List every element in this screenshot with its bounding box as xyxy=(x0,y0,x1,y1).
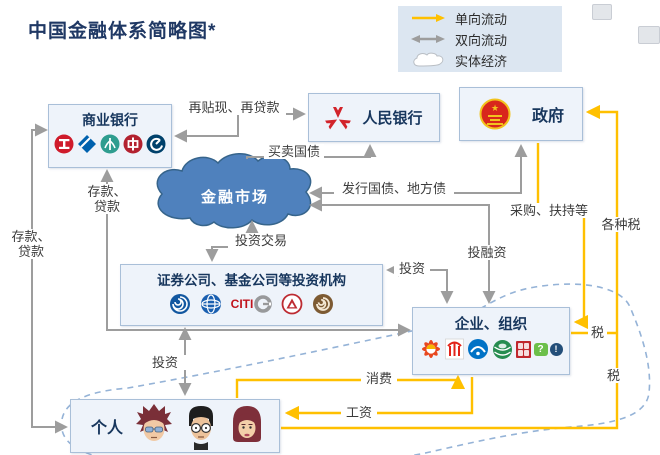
flow-label-wages: 工资 xyxy=(341,405,377,420)
ui-fragment-icon xyxy=(592,4,612,20)
node-title: 政府 xyxy=(531,108,564,125)
legend-label: 实体经济 xyxy=(455,53,508,69)
node-title: 人民银行 xyxy=(362,110,423,127)
node-individuals: 个人 xyxy=(70,399,280,453)
flow-label-rediscount: 再贴现、再贷款 xyxy=(182,100,286,115)
flow-label-bond-trading: 买卖国债 xyxy=(264,144,324,159)
red-seal-logo-icon xyxy=(515,340,531,358)
svg-text:★: ★ xyxy=(491,103,499,113)
fund-triangle-logo-icon xyxy=(281,293,303,315)
node-commercial-banks: 商业银行 xyxy=(48,104,172,168)
china-mobile-logo-icon xyxy=(467,339,488,359)
flow-line-consumption xyxy=(235,374,466,398)
node-title: 个人 xyxy=(91,420,124,437)
flow-label-investment-financing: 投融资 xyxy=(462,245,512,260)
legend-item-two-way: 双向流动 xyxy=(398,30,562,48)
flow-label-bond-issuance: 发行国债、地方债 xyxy=(334,181,454,196)
legend-label: 单向流动 xyxy=(455,11,508,27)
bocom-logo-icon xyxy=(146,134,166,154)
legend-item-real-economy: 实体经济 xyxy=(398,51,562,69)
one-way-arrow-icon xyxy=(410,13,446,23)
flow-label-procurement: 采购、扶持等 xyxy=(505,203,593,218)
citic-logo-icon: CITI xyxy=(231,295,273,313)
deposits-line1: 存款、 xyxy=(87,184,127,199)
ccb-logo-icon xyxy=(78,135,96,153)
green-org-logo-icon xyxy=(492,339,512,359)
legend-label: 双向流动 xyxy=(455,32,508,48)
node-enterprises: 企业、组织 xyxy=(412,307,570,375)
securities-globe-logo-icon xyxy=(200,294,221,314)
petrochina-logo-icon xyxy=(421,340,440,358)
flow-line-procurement xyxy=(536,143,589,330)
flow-label-various-taxes: 各种税 xyxy=(598,217,644,232)
node-title: 证券公司、基金公司等投资机构 xyxy=(157,273,346,288)
deposits-line1: 存款、 xyxy=(11,229,51,244)
spiky-hair-person-avatar xyxy=(136,404,173,441)
flow-label-investment-lower: 投资 xyxy=(144,355,186,370)
flow-label-tax-individual: 税 xyxy=(604,368,623,383)
node-central-bank: 人民银行 xyxy=(308,93,440,142)
flow-line-rediscount xyxy=(174,107,306,143)
pboc-logo-icon xyxy=(325,106,352,129)
flow-label-tax-enterprise: 税 xyxy=(588,325,607,340)
red-hair-woman-avatar xyxy=(233,406,262,442)
qa-icons: ? ! xyxy=(533,342,563,356)
fund-bronze-logo-icon xyxy=(313,294,334,314)
flow-label-deposits-loans-enterprises: 存款、 贷款 xyxy=(84,184,130,214)
node-investment-institutions: 证券公司、基金公司等投资机构 CITI xyxy=(120,264,383,326)
icbc-logo-icon xyxy=(54,134,74,154)
national-emblem-icon: ★ xyxy=(479,98,511,130)
ui-fragment-icon xyxy=(638,26,660,44)
node-financial-market: 金融市场 xyxy=(200,189,269,206)
legend: 单向流动 双向流动 实体经济 xyxy=(398,6,562,72)
two-way-arrow-icon xyxy=(410,34,446,44)
flow-label-investment-upper: 投资 xyxy=(394,261,430,276)
boc-logo-icon xyxy=(123,134,143,154)
question-bubble-icon: ? xyxy=(533,342,548,356)
securities-swirl-logo-icon xyxy=(169,294,190,314)
cloud-icon xyxy=(410,52,446,68)
flow-label-deposits-loans-individuals: 存款、 贷款 xyxy=(8,229,54,259)
node-title: 商业银行 xyxy=(82,112,138,128)
flow-label-consumption: 消费 xyxy=(361,371,397,386)
deposits-line2: 贷款 xyxy=(93,199,120,214)
node-government: ★ 政府 xyxy=(459,87,583,141)
deposits-line2: 贷款 xyxy=(17,244,44,259)
flow-line-deposits-individuals-banks xyxy=(31,123,68,434)
abc-logo-icon xyxy=(100,134,120,154)
sinopec-logo-icon xyxy=(444,338,464,360)
page-title: 中国金融体系简略图* xyxy=(28,21,217,42)
citic-text: CITI xyxy=(230,297,254,311)
glasses-man-avatar xyxy=(189,406,214,450)
legend-item-one-way: 单向流动 xyxy=(398,9,562,27)
exclamation-circle-icon: ! xyxy=(549,342,563,356)
flow-label-investment-trading: 投资交易 xyxy=(228,233,294,248)
node-title: 企业、组织 xyxy=(454,317,528,333)
